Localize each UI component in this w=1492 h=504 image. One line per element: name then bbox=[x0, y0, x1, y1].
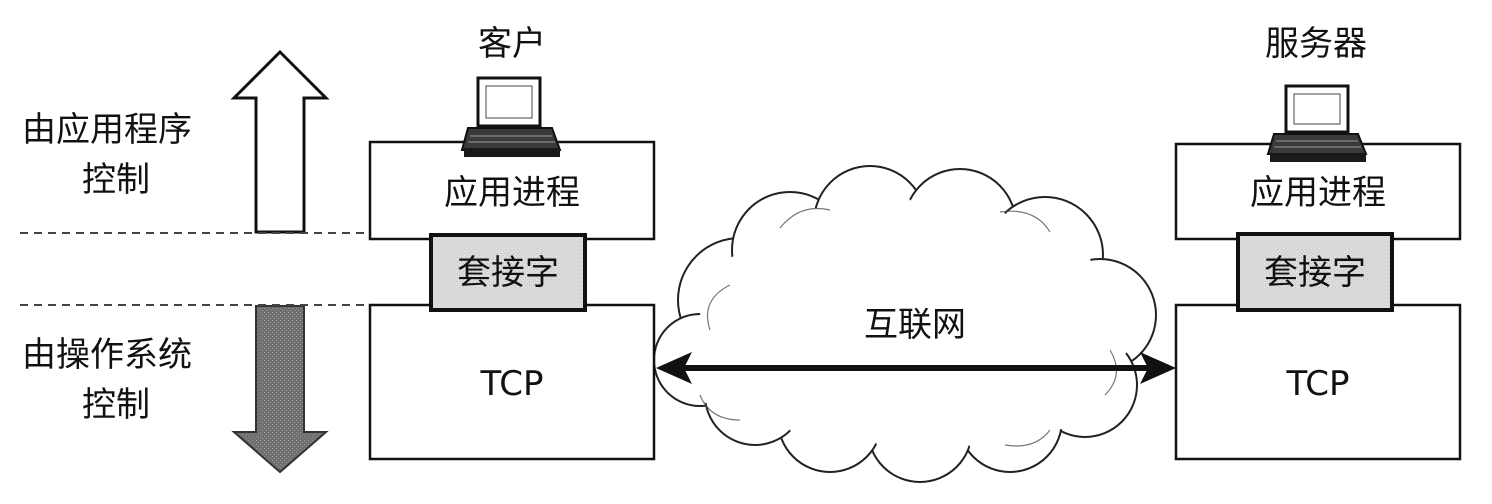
server-app-process-label: 应用进程 bbox=[1250, 173, 1386, 213]
client-socket-box bbox=[429, 233, 587, 312]
app-control-label-line1: 由应用程序 bbox=[22, 110, 192, 150]
tcp-connection-double-arrow bbox=[656, 352, 1176, 384]
client-title: 客户 bbox=[478, 24, 546, 64]
server-title: 服务器 bbox=[1265, 24, 1367, 64]
client-app-process-label: 应用进程 bbox=[444, 173, 580, 213]
client-app-process-box bbox=[368, 140, 656, 241]
os-control-label-line2: 控制 bbox=[82, 385, 150, 425]
server-computer-icon bbox=[1266, 84, 1368, 162]
app-control-label-line2: 控制 bbox=[82, 160, 150, 200]
client-tcp-box bbox=[368, 303, 656, 461]
server-tcp-label: TCP bbox=[1286, 364, 1350, 404]
client-socket-label: 套接字 bbox=[457, 253, 559, 293]
server-socket-label: 套接字 bbox=[1264, 253, 1366, 293]
os-control-label-line1: 由操作系统 bbox=[22, 335, 192, 375]
server-tcp-box bbox=[1174, 303, 1462, 461]
up-arrow-icon bbox=[230, 49, 330, 234]
server-socket-box bbox=[1236, 232, 1394, 312]
internet-label: 互联网 bbox=[864, 305, 966, 345]
down-arrow-icon bbox=[231, 305, 329, 474]
client-computer-icon bbox=[460, 76, 562, 157]
client-tcp-label: TCP bbox=[480, 364, 544, 404]
